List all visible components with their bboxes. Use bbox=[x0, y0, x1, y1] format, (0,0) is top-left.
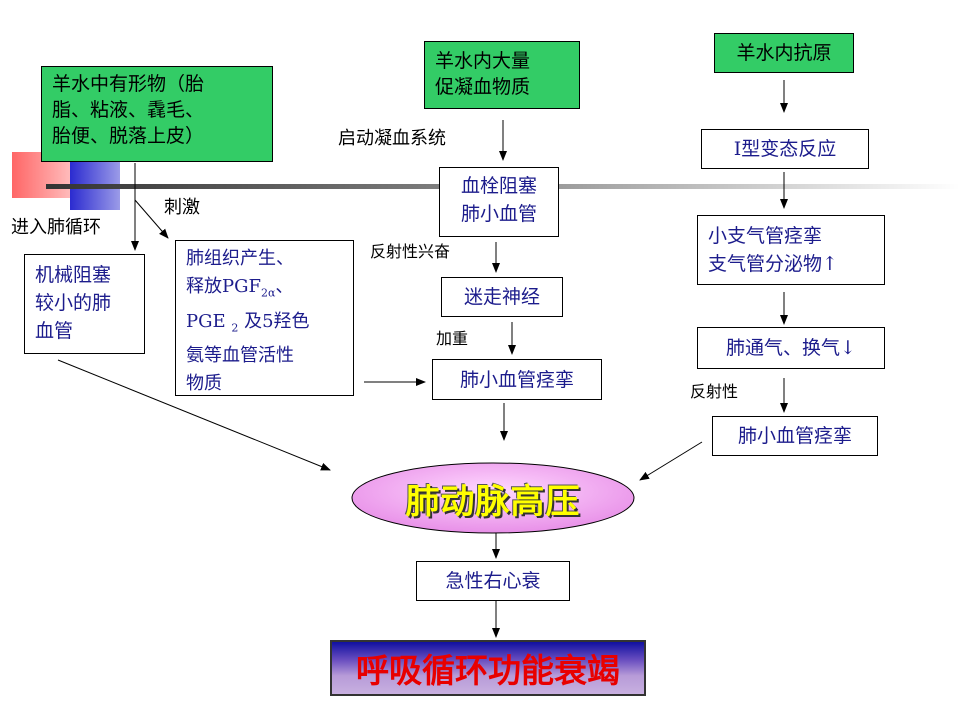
hypertension-ellipse bbox=[351, 462, 635, 534]
node-embolism: 血栓阻塞 肺小血管 bbox=[439, 167, 559, 237]
node-mechanical: 机械阻塞 较小的肺 血管 bbox=[24, 254, 145, 354]
label-aggravate: 加重 bbox=[436, 329, 469, 348]
arrow-mechanical-hypertension bbox=[57, 359, 331, 471]
node-coagulants: 羊水内大量 促凝血物质 bbox=[424, 41, 580, 109]
node-pulmonary-spasm-right: 肺小血管痉挛 bbox=[712, 416, 878, 456]
node-amniotic-particles: 羊水中有形物（胎 脂、粘液、毳毛、 胎便、脱落上皮） bbox=[41, 66, 273, 162]
node-final-failure: 呼吸循环功能衰竭 bbox=[330, 640, 646, 696]
node-pulmonary-spasm-center: 肺小血管痉挛 bbox=[432, 359, 602, 400]
node-ventilation: 肺通气、换气↓ bbox=[697, 327, 885, 369]
label-reflex: 反射性 bbox=[690, 382, 739, 401]
node-pulmonary-hypertension: 肺动脉高压 bbox=[405, 481, 581, 522]
node-antigen: 羊水内抗原 bbox=[714, 33, 854, 73]
arrow-spasm-hypertension-right bbox=[639, 441, 703, 481]
arrow-particles-vasoactive bbox=[134, 199, 169, 239]
label-enter-circulation: 进入肺循环 bbox=[11, 217, 101, 238]
node-type1-reaction: I型变态反应 bbox=[701, 129, 869, 169]
node-heart-failure: 急性右心衰 bbox=[416, 561, 570, 601]
label-stimulate: 刺激 bbox=[164, 197, 200, 218]
label-reflex-excite: 反射性兴奋 bbox=[370, 242, 451, 261]
node-vagus: 迷走神经 bbox=[441, 277, 563, 317]
label-start-coag: 启动凝血系统 bbox=[338, 128, 446, 149]
node-vasoactive: 肺组织产生、 释放PGF2α、 PGE 2 及5羟色 氨等血管活性 物质 bbox=[175, 240, 354, 396]
node-bronchospasm: 小支气管痉挛 支气管分泌物↑ bbox=[697, 215, 885, 285]
